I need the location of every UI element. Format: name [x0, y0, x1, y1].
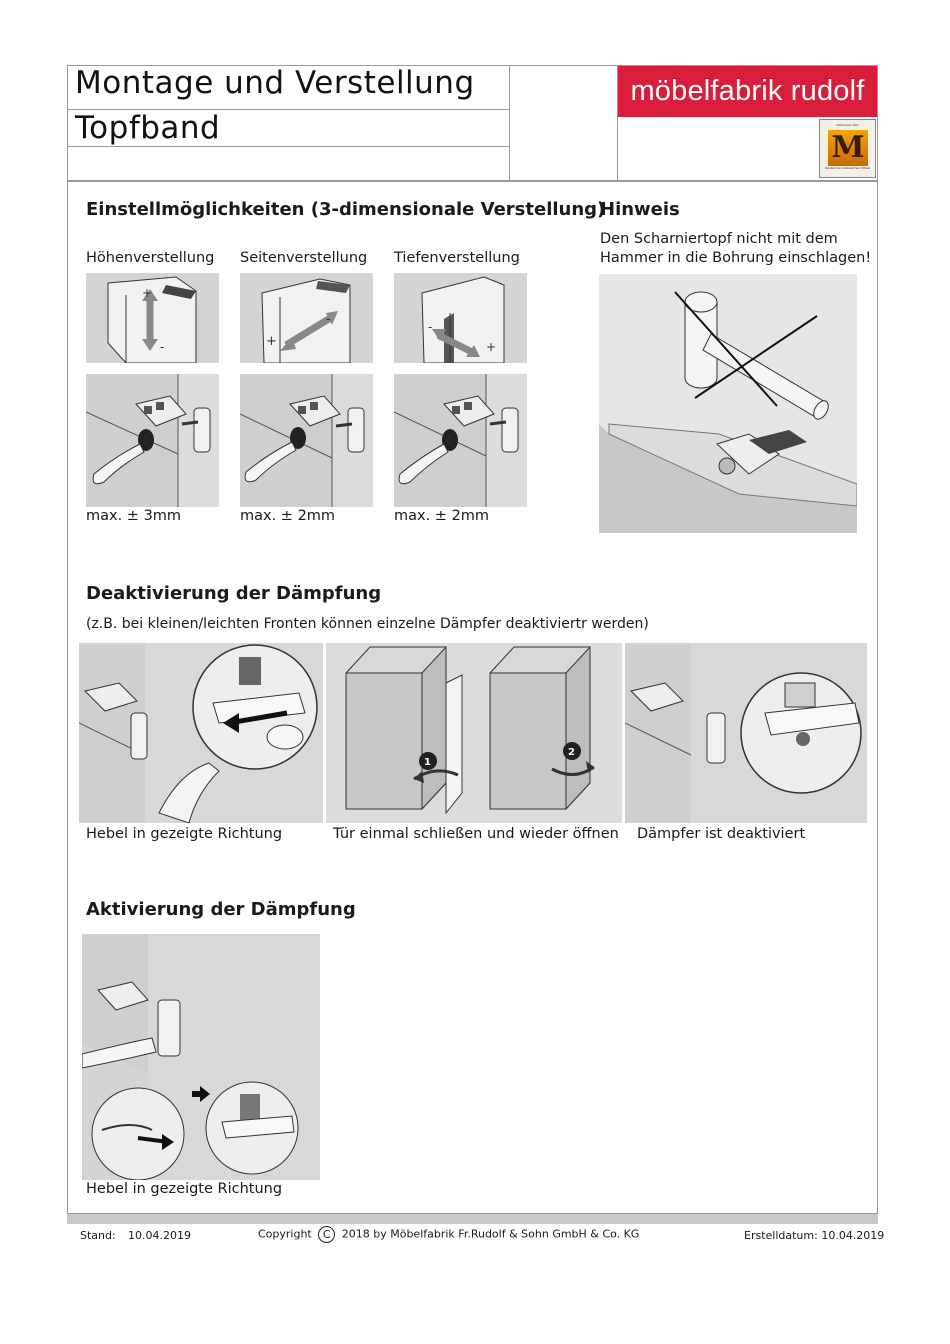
deactivate-caption-2: Tür einmal schließen und wieder öffnen	[333, 826, 619, 842]
height-adjust-cabinet-image: + -	[86, 273, 219, 363]
step-1-number: 1	[424, 757, 431, 768]
footer-stand-date: 10.04.2019	[128, 1229, 191, 1242]
deactivate-caption-3: Dämpfer ist deaktiviert	[637, 826, 805, 842]
step-2-number: 2	[568, 747, 575, 758]
page-title: Montage und Verstellung	[75, 65, 475, 101]
deactivate-subtitle: (z.B. bei kleinen/leichten Fronten könne…	[86, 616, 649, 632]
adjust-range-depth: max. ± 2mm	[394, 508, 489, 524]
svg-text:+: +	[486, 340, 496, 354]
quality-seal-badge: Nationaler RAL M Deutsches Gütezeichen M…	[819, 119, 876, 178]
adjust-heading: Einstellmöglichkeiten (3-dimensionale Ve…	[86, 199, 605, 220]
adjust-range-side: max. ± 2mm	[240, 508, 335, 524]
door-close-open-image: 1 2	[326, 643, 622, 823]
adjust-label-height: Höhenverstellung	[86, 250, 214, 266]
header-divider	[509, 66, 510, 181]
header-divider	[67, 146, 509, 147]
depth-adjust-hinge-image	[394, 374, 527, 507]
svg-text:+: +	[266, 334, 277, 349]
copyright-text: 2018 by Möbelfabrik Fr.Rudolf & Sohn Gmb…	[342, 1228, 640, 1241]
footer-bar	[67, 1213, 878, 1224]
badge-letter: M	[828, 130, 868, 166]
adjust-range-height: max. ± 3mm	[86, 508, 181, 524]
badge-caption: Nationaler RAL	[823, 123, 872, 127]
copyright-icon: C	[318, 1226, 335, 1243]
svg-text:-: -	[428, 320, 432, 334]
side-adjust-hinge-image	[240, 374, 373, 507]
footer-copyright: Copyright C 2018 by Möbelfabrik Fr.Rudol…	[258, 1226, 639, 1243]
activate-heading: Aktivierung der Dämpfung	[86, 899, 356, 920]
brand-logo: möbelfabrik rudolf	[618, 66, 877, 117]
footer-stand-label: Stand:	[80, 1229, 116, 1242]
header-bottom-rule	[67, 180, 878, 182]
adjust-label-side: Seitenverstellung	[240, 250, 367, 266]
side-adjust-cabinet-image: + -	[240, 273, 373, 363]
depth-adjust-cabinet-image: - +	[394, 273, 527, 363]
note-line-2: Hammer in die Bohrung einschlagen!	[600, 250, 871, 266]
damper-deactivated-image	[625, 643, 867, 823]
footer-created-date: Erstelldatum: 10.04.2019	[744, 1229, 884, 1242]
activate-caption: Hebel in gezeigte Richtung	[86, 1181, 282, 1197]
deactivate-heading: Deaktivierung der Dämpfung	[86, 583, 381, 604]
copyright-label: Copyright	[258, 1228, 312, 1241]
note-heading: Hinweis	[600, 199, 680, 220]
svg-text:-: -	[160, 340, 164, 354]
activate-lever-image	[82, 934, 320, 1180]
adjust-label-depth: Tiefenverstellung	[394, 250, 520, 266]
svg-text:+: +	[142, 286, 152, 300]
no-hammer-warning-image	[599, 274, 857, 533]
badge-footer: Deutsches Gütezeichen Möbel	[823, 167, 872, 171]
note-line-1: Den Scharniertopf nicht mit dem	[600, 231, 838, 247]
height-adjust-hinge-image	[86, 374, 219, 507]
page-subtitle: Topfband	[75, 110, 220, 146]
svg-text:-: -	[326, 312, 331, 327]
deactivate-caption-1: Hebel in gezeigte Richtung	[86, 826, 282, 842]
deactivate-lever-image	[79, 643, 323, 823]
